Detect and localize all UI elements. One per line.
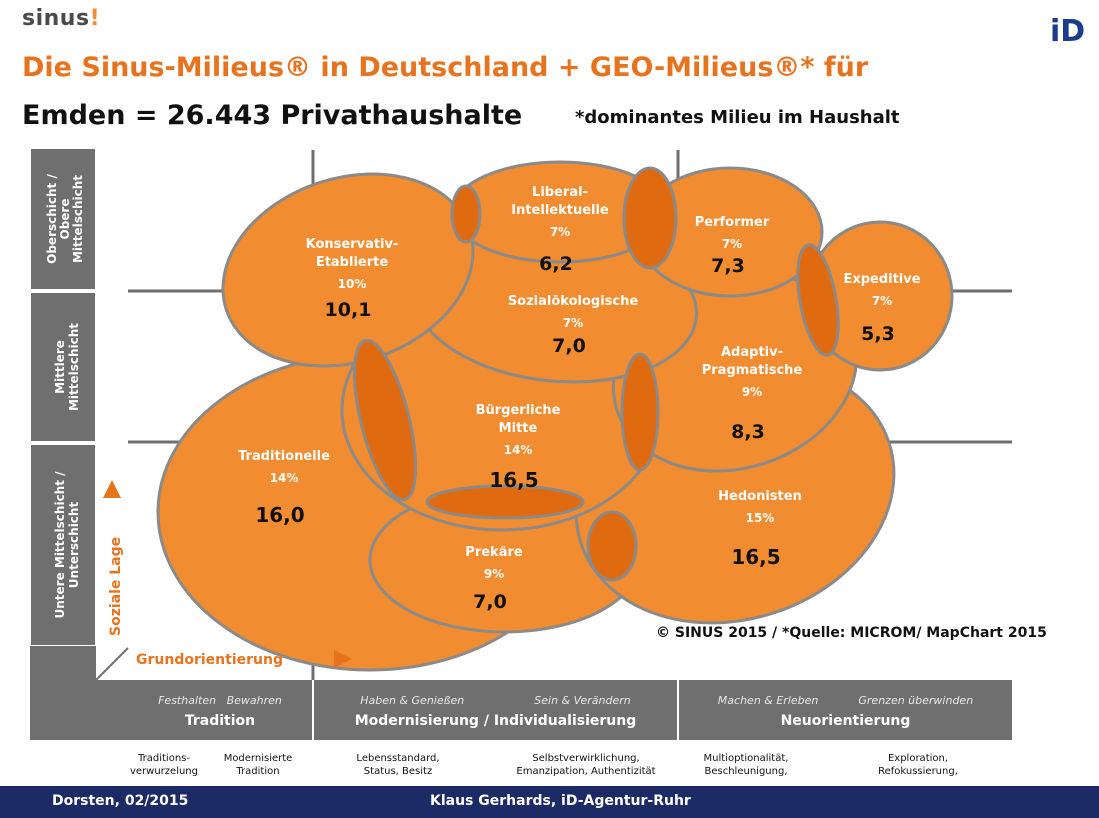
overlap-mitte-adaptiv bbox=[620, 352, 660, 472]
title-footnote: *dominantes Milieu im Haushalt bbox=[575, 107, 900, 128]
footer-bar bbox=[0, 786, 1099, 818]
milieu-value-bürgerliche-mitte: 16,5 bbox=[489, 468, 538, 492]
milieu-name-hedonisten: Hedonisten bbox=[718, 489, 802, 504]
x-sub-label: Selbstverwirklichung,Emanzipation, Authe… bbox=[516, 753, 656, 777]
milieu-pct-prekäre: 9% bbox=[484, 567, 504, 581]
milieu-name-prekäre: Prekäre bbox=[465, 545, 523, 560]
id-agentur-logo: iD bbox=[1050, 14, 1086, 49]
overlap-mitte-prekaere bbox=[425, 484, 585, 520]
milieu-value-expeditive: 5,3 bbox=[861, 323, 895, 345]
footer-date: Dorsten, 02/2015 bbox=[52, 793, 189, 809]
overlap-liberal-konservativ bbox=[450, 184, 482, 244]
y-band-middle bbox=[29, 291, 97, 443]
milieu-pct-performer: 7% bbox=[722, 237, 742, 251]
x-axis-arrow-icon bbox=[334, 650, 352, 668]
milieu-pct-traditionelle: 14% bbox=[270, 471, 299, 485]
milieu-pct-liberal-intellektuelle: 7% bbox=[550, 225, 570, 239]
milieu-value-konservativ-etablierte: 10,1 bbox=[325, 299, 372, 321]
milieu-value-adaptiv-pragmatische: 8,3 bbox=[731, 421, 765, 443]
milieu-pct-adaptiv-pragmatische: 9% bbox=[742, 385, 762, 399]
footer-author: Klaus Gerhards, iD-Agentur-Ruhr bbox=[430, 793, 691, 809]
milieu-pct-hedonisten: 15% bbox=[746, 511, 775, 525]
milieu-pct-bürgerliche-mitte: 14% bbox=[504, 443, 533, 457]
milieu-name-liberal-intellektuelle: Liberal-Intellektuelle bbox=[511, 185, 609, 218]
milieu-name-performer: Performer bbox=[695, 215, 770, 230]
x-sub-label: Traditions-verwurzelung bbox=[129, 753, 198, 777]
milieu-pct-konservativ-etablierte: 10% bbox=[338, 277, 367, 291]
page-subtitle: Emden = 26.443 Privathaushalte bbox=[22, 100, 523, 131]
milieu-value-prekäre: 7,0 bbox=[473, 591, 507, 613]
x-group-tradition: Festhalten Bewahren Tradition bbox=[128, 680, 312, 740]
axis-corner bbox=[30, 646, 128, 740]
x-sub-label: Multioptionalität,Beschleunigung, bbox=[703, 753, 789, 777]
x-axis-label: Grundorientierung bbox=[136, 652, 283, 668]
y-band-upper-label: Oberschicht /ObereMittelschicht bbox=[45, 174, 85, 264]
overlap-liberal-performer bbox=[622, 166, 678, 270]
overlap-performer-expeditive bbox=[796, 243, 840, 357]
milieu-value-traditionelle: 16,0 bbox=[255, 503, 304, 527]
y-band-middle-label: MittlereMittelschicht bbox=[53, 323, 81, 411]
milieu-name-konservativ-etablierte: Konservativ-Etablierte bbox=[306, 237, 399, 270]
axis-diagonal bbox=[95, 647, 129, 681]
milieu-value-hedonisten: 16,5 bbox=[731, 545, 780, 569]
overlap-prekaere-hedonisten bbox=[586, 510, 638, 582]
milieu-name-expeditive: Expeditive bbox=[843, 272, 920, 287]
page-title: Die Sinus-Milieus® in Deutschland + GEO-… bbox=[22, 52, 869, 83]
milieu-value-performer: 7,3 bbox=[711, 255, 745, 277]
milieu-name-traditionelle: Traditionelle bbox=[238, 449, 330, 464]
milieu-value-sozialökologische: 7,0 bbox=[552, 335, 586, 357]
sinus-logo: sinus! bbox=[22, 6, 101, 31]
x-sub-label: Lebensstandard,Status, Besitz bbox=[356, 753, 440, 777]
milieu-pct-sozialökologische: 7% bbox=[563, 316, 583, 330]
milieu-name-adaptiv-pragmatische: Adaptiv-Pragmatische bbox=[702, 345, 803, 378]
y-band-lower bbox=[29, 443, 97, 647]
milieu-pct-expeditive: 7% bbox=[872, 294, 892, 308]
x-sub-label: Exploration,Refokussierung, bbox=[878, 753, 958, 777]
overlap-traditionelle-mitte bbox=[352, 338, 418, 502]
milieu-value-liberal-intellektuelle: 6,2 bbox=[539, 253, 573, 275]
y-axis-arrow-icon bbox=[103, 480, 121, 498]
y-band-lower-label: Untere Mittelschicht /Unterschicht bbox=[53, 471, 81, 619]
milieu-name-sozialökologische: Sozialökologische bbox=[508, 294, 639, 309]
y-axis-label: Soziale Lage bbox=[108, 537, 124, 636]
source-note: © SINUS 2015 / *Quelle: MICROM/ MapChart… bbox=[656, 625, 1047, 641]
y-band-upper bbox=[29, 147, 97, 291]
